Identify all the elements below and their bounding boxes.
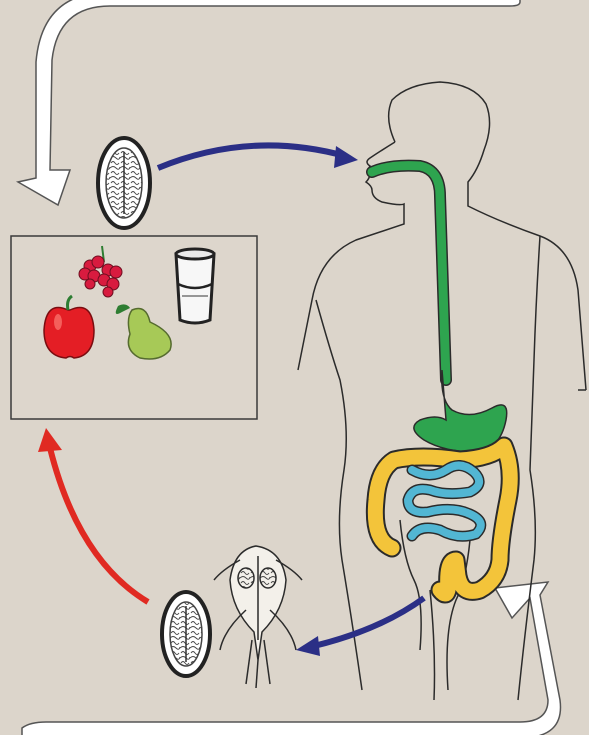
water-glass-icon — [176, 249, 214, 323]
food-water-panel — [11, 236, 257, 419]
cyst-icon — [98, 138, 150, 228]
cyst-icon — [162, 592, 210, 676]
